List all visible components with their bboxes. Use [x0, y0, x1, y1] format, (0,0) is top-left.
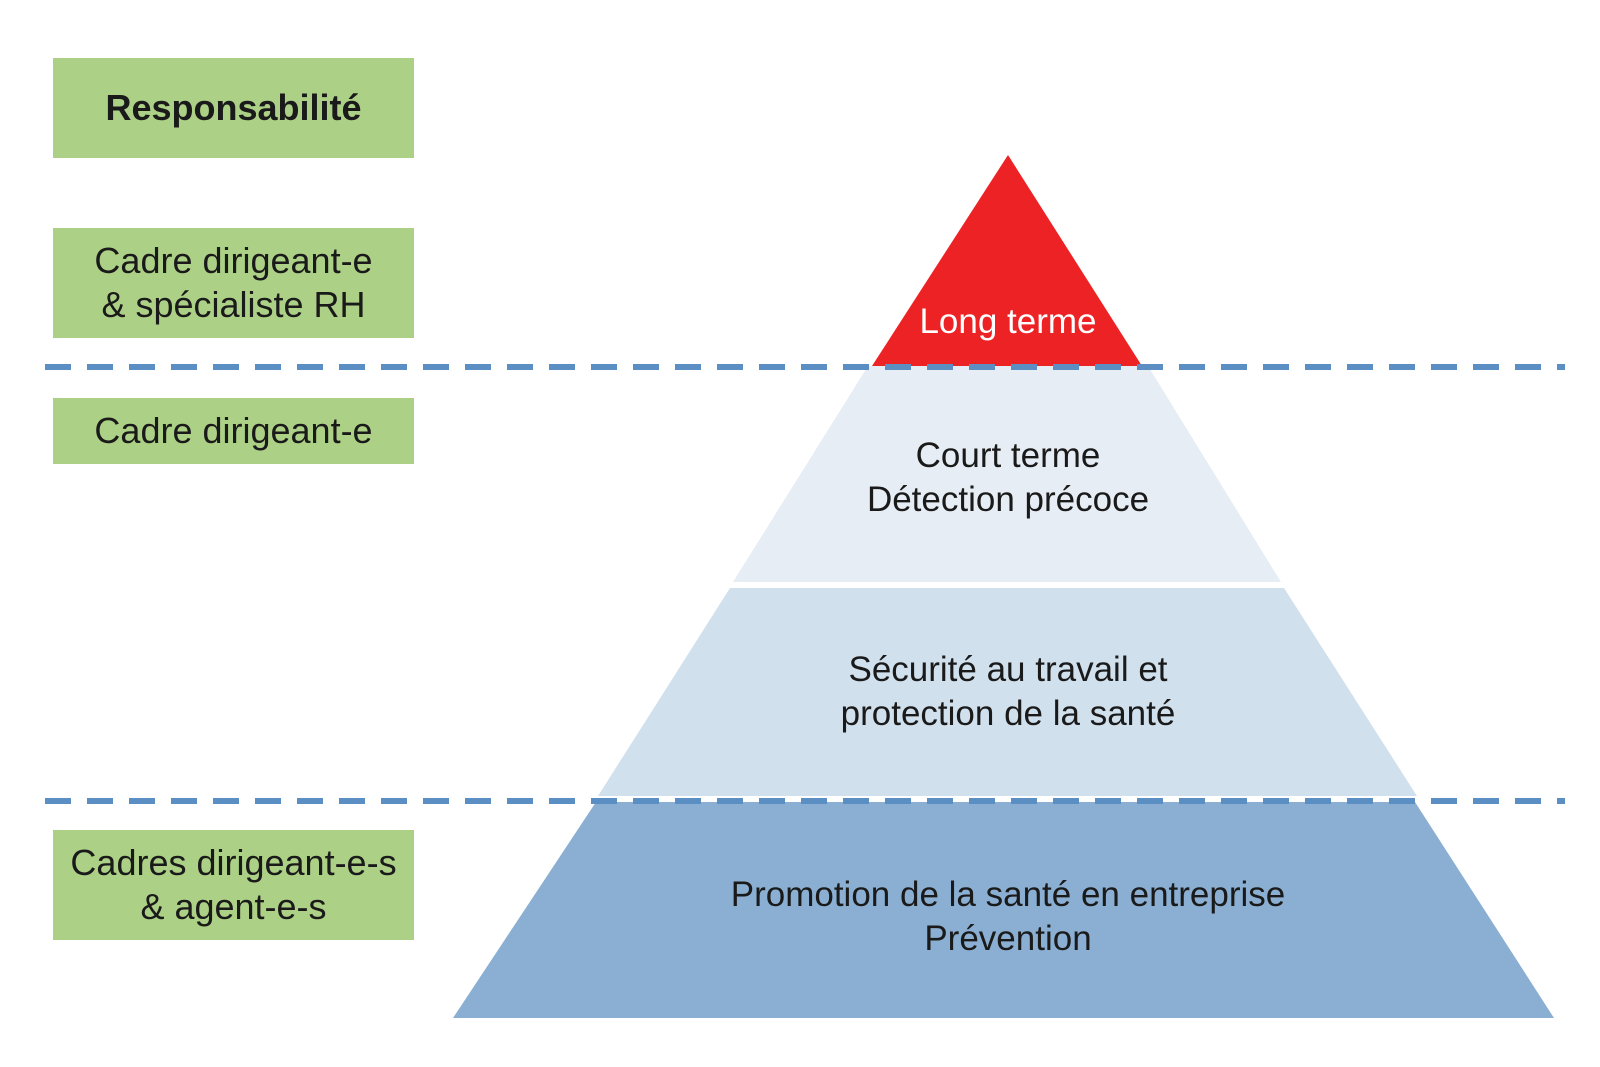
tier-label-third: Sécurité au travail et protection de la … — [840, 650, 1176, 733]
pyramid-tier-base — [453, 802, 1554, 1018]
responsibility-header-text: Responsabilité — [105, 87, 362, 128]
tier-label-second: Court terme Détection précoce — [866, 436, 1150, 519]
pyramid-tier-second — [733, 366, 1281, 582]
responsibility-level-middle: Cadre dirigeant-e — [53, 398, 414, 464]
tier-label-apex: Long terme — [919, 302, 1097, 341]
responsibility-level-bottom-text: Cadres dirigeant-e-s & agent-e-s — [70, 842, 397, 927]
tier-label-base: Promotion de la santé en entreprise Prév… — [730, 875, 1286, 958]
responsibility-level-bottom: Cadres dirigeant-e-s & agent-e-s — [53, 830, 414, 940]
pyramid-tier-apex — [872, 155, 1142, 366]
responsibility-level-top-text: Cadre dirigeant-e & spécialiste RH — [94, 240, 373, 325]
responsibility-level-middle-text: Cadre dirigeant-e — [94, 410, 373, 451]
pyramid-tier-third — [598, 588, 1417, 796]
responsibility-header: Responsabilité — [53, 58, 414, 158]
responsibility-level-top: Cadre dirigeant-e & spécialiste RH — [53, 228, 414, 338]
